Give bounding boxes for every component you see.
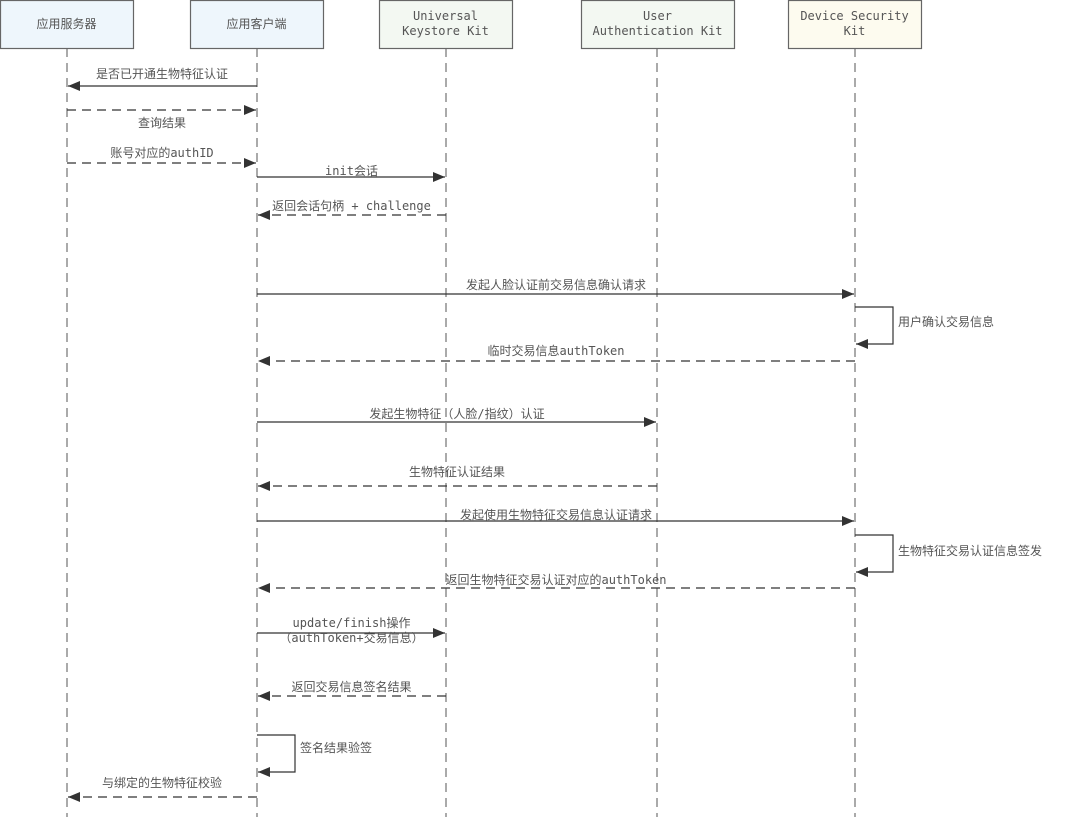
participant-label: 应用服务器 bbox=[36, 16, 96, 31]
message-label: 生物特征认证结果 bbox=[409, 464, 505, 479]
message-label: 用户确认交易信息 bbox=[898, 314, 994, 329]
message-14: 返回交易信息签名结果 bbox=[258, 679, 446, 701]
participant-box bbox=[189, 0, 325, 50]
message-label: （authToken+交易信息） bbox=[279, 630, 423, 645]
message-3: init会话 bbox=[257, 164, 445, 182]
message-label: 账号对应的authID bbox=[110, 145, 213, 160]
message-label: 临时交易信息authToken bbox=[487, 343, 624, 358]
message-2: 账号对应的authID bbox=[67, 145, 256, 168]
message-label: 生物特征交易认证信息签发 bbox=[898, 543, 1042, 558]
message-13: update/finish操作（authToken+交易信息） bbox=[257, 615, 445, 645]
self-message-arrow bbox=[257, 734, 296, 777]
participant-label: User bbox=[643, 9, 672, 23]
participant-label: Device Security bbox=[800, 9, 908, 23]
message-1: 查询结果 bbox=[67, 105, 256, 130]
participant-0: 应用服务器 bbox=[0, 0, 135, 817]
participant-box bbox=[0, 0, 135, 50]
message-10: 发起使用生物特征交易信息认证请求 bbox=[257, 507, 854, 526]
message-16: 与绑定的生物特征校验 bbox=[68, 775, 257, 802]
self-message-arrow bbox=[855, 534, 894, 577]
message-label: 发起人脸认证前交易信息确认请求 bbox=[466, 277, 646, 292]
message-label: 是否已开通生物特征认证 bbox=[96, 66, 228, 81]
message-label: update/finish操作 bbox=[293, 615, 411, 630]
message-4: 返回会话句柄 + challenge bbox=[258, 199, 446, 220]
self-message-arrow bbox=[855, 306, 894, 349]
message-9: 生物特征认证结果 bbox=[258, 464, 657, 491]
participant-label: Universal bbox=[413, 9, 478, 23]
message-11: 生物特征交易认证信息签发 bbox=[855, 534, 1042, 577]
message-15: 签名结果验签 bbox=[257, 734, 372, 777]
message-7: 临时交易信息authToken bbox=[258, 343, 855, 366]
participant-label: Kit bbox=[844, 24, 866, 38]
message-label: init会话 bbox=[325, 164, 378, 178]
message-12: 返回生物特征交易认证对应的authToken bbox=[258, 572, 855, 593]
participant-box bbox=[787, 0, 923, 50]
participant-box bbox=[580, 0, 736, 50]
message-8: 发起生物特征（人脸/指纹）认证 bbox=[257, 406, 656, 427]
message-label: 返回生物特征交易认证对应的authToken bbox=[445, 572, 666, 587]
message-label: 查询结果 bbox=[138, 116, 186, 130]
participant-box bbox=[378, 0, 514, 50]
participant-label: Keystore Kit bbox=[402, 24, 489, 38]
participant-label: Authentication Kit bbox=[592, 24, 722, 38]
message-0: 是否已开通生物特征认证 bbox=[68, 66, 257, 91]
message-5: 发起人脸认证前交易信息确认请求 bbox=[257, 277, 854, 299]
message-label: 发起生物特征（人脸/指纹）认证 bbox=[369, 406, 544, 421]
message-label: 返回交易信息签名结果 bbox=[291, 679, 411, 694]
participant-label: 应用客户端 bbox=[226, 16, 286, 31]
message-label: 签名结果验签 bbox=[300, 740, 372, 755]
participant-1: 应用客户端 bbox=[189, 0, 325, 817]
message-label: 与绑定的生物特征校验 bbox=[102, 775, 222, 790]
message-label: 发起使用生物特征交易信息认证请求 bbox=[460, 507, 652, 522]
message-label: 返回会话句柄 + challenge bbox=[272, 199, 431, 213]
message-6: 用户确认交易信息 bbox=[855, 306, 994, 349]
